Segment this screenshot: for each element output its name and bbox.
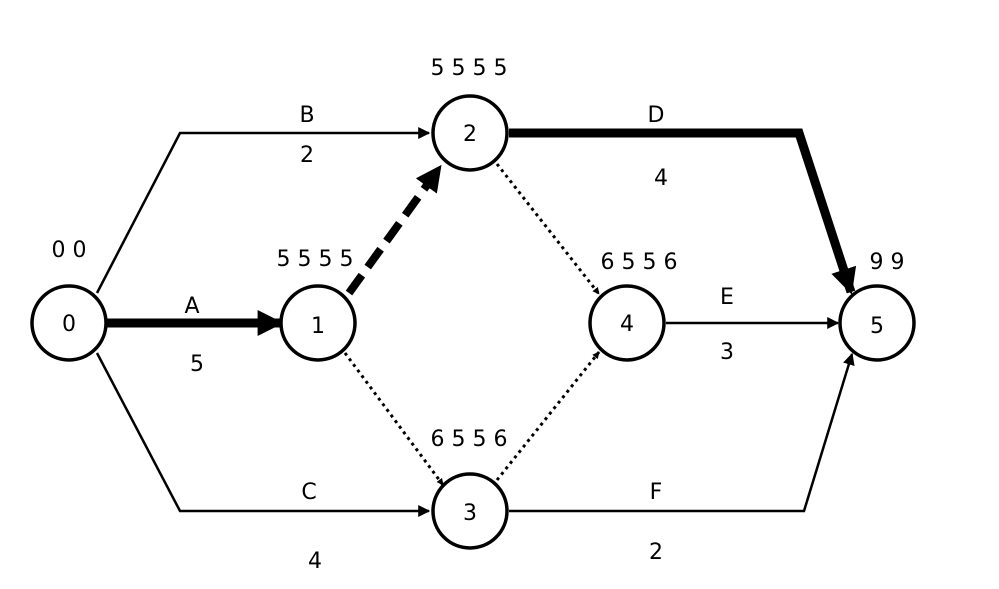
node-3-label: 3 — [463, 501, 477, 526]
node-2: 2 — [431, 94, 509, 172]
activity-a-name: A — [184, 294, 199, 319]
node-2-times: 5 5 5 5 — [431, 56, 508, 81]
dummy-2-4-arrow — [495, 163, 601, 295]
dummy-3-4-arrow — [495, 351, 601, 481]
node-0-label: 0 — [62, 312, 76, 337]
activity-b-arrow — [95, 127, 431, 294]
activity-a-duration: 5 — [190, 352, 204, 377]
node-0-times: 0 0 — [52, 238, 87, 263]
activity-c-name: C — [301, 480, 316, 505]
node-1: 1 — [279, 284, 357, 362]
node-1-times: 5 5 5 5 — [277, 247, 354, 272]
activity-f-duration: 2 — [649, 540, 663, 565]
node-5: 5 — [838, 284, 916, 362]
node-3: 3 — [431, 472, 509, 550]
dummy-1-2-arrow — [345, 164, 444, 296]
activity-d-name: D — [648, 103, 665, 128]
activity-d-duration: 4 — [654, 166, 668, 191]
node-0: 0 — [30, 284, 108, 362]
activity-f-name: F — [650, 480, 663, 505]
dummy-1-3-arrow — [343, 352, 445, 486]
activity-b-duration: 2 — [300, 143, 314, 168]
node-5-label: 5 — [870, 314, 884, 339]
activity-b-name: B — [299, 103, 314, 128]
activity-c-arrow — [95, 352, 431, 517]
activity-d-arrow — [509, 128, 857, 295]
activity-e-name: E — [720, 285, 734, 310]
node-4-times: 6 5 5 6 — [601, 250, 678, 275]
node-4-label: 4 — [620, 312, 634, 337]
node-4: 4 — [588, 284, 666, 362]
node-1-label: 1 — [311, 314, 325, 339]
node-3-times: 6 5 5 6 — [431, 427, 508, 452]
node-2-label: 2 — [463, 122, 477, 147]
activity-f-arrow — [509, 352, 855, 513]
node-5-times: 9 9 — [870, 250, 905, 275]
activity-c-duration: 4 — [308, 549, 322, 574]
activity-e-duration: 3 — [720, 340, 734, 365]
